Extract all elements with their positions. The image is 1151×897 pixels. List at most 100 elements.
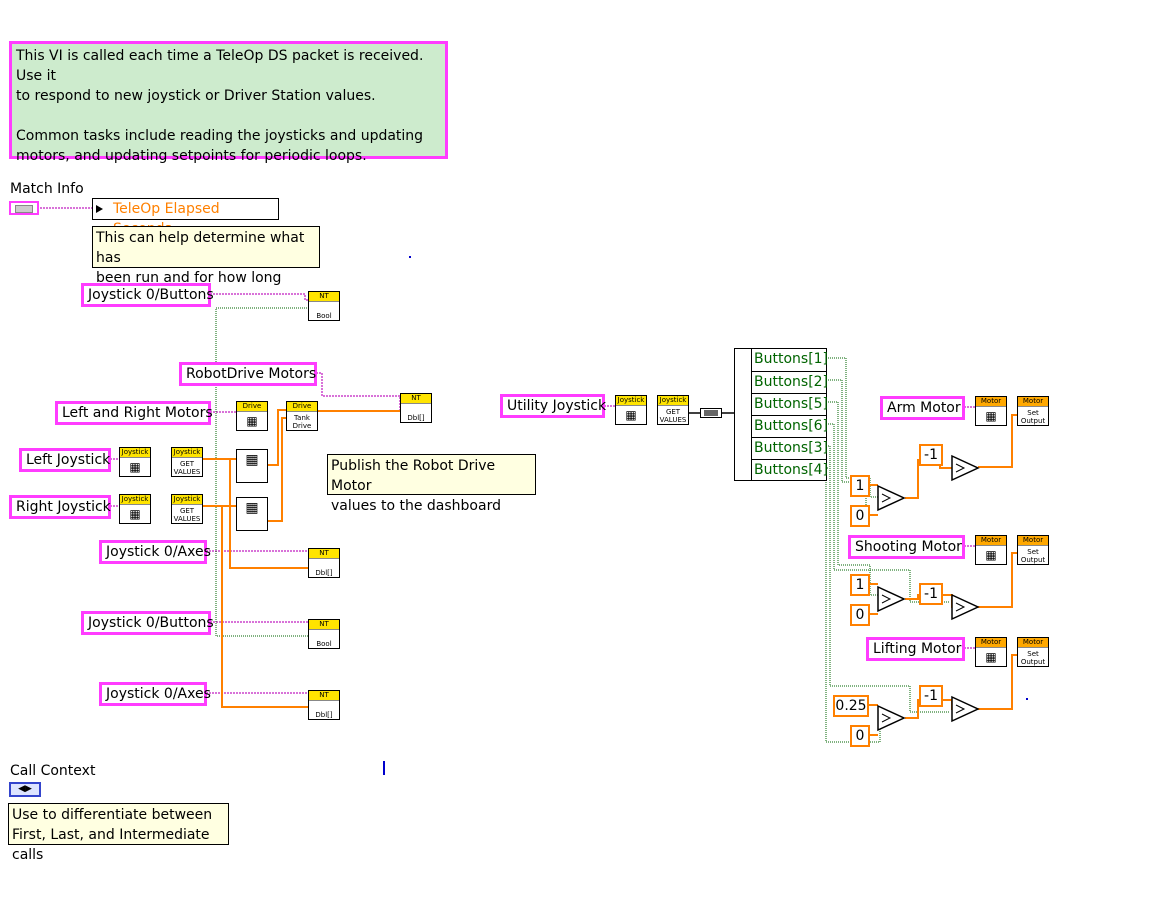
nt-label: NT [309, 549, 339, 559]
doc-icon: ▦ [625, 408, 637, 422]
joystick-label: Joystick [172, 495, 202, 505]
bool-label: Bool [316, 640, 332, 648]
bool-label: Bool [316, 312, 332, 320]
grid-icon: ▦ [245, 452, 259, 468]
lift-quarter-constant[interactable]: 0.25 [833, 695, 869, 717]
nt-label: NT [401, 394, 431, 404]
motor-label: Motor [1018, 638, 1048, 648]
ref-arm-motor[interactable]: Arm Motor [880, 396, 965, 420]
match-info-note-line1: This can help determine what has [96, 230, 305, 266]
nt-label: NT [309, 620, 339, 630]
select-node-arm-1[interactable] [876, 484, 906, 512]
shooting-motor-set-output-vi[interactable]: Motor Set Output [1017, 535, 1049, 565]
ref-shooting-motor[interactable]: Shooting Motor [848, 535, 965, 559]
call-context-label: Call Context [10, 763, 96, 779]
shooting-motor-refnum-vi[interactable]: Motor ▦ [975, 535, 1007, 565]
nt-dbl-vi-axes-bottom[interactable]: NT Dbl[] [308, 690, 340, 720]
get-values-label: GET VALUES [659, 408, 687, 424]
right-joystick-refnum-vi[interactable]: Joystick ▦ [119, 494, 151, 524]
joystick-label: Joystick [120, 448, 150, 458]
ref-right-joystick[interactable]: Right Joystick [9, 495, 111, 519]
doc-icon: ▦ [246, 414, 258, 428]
ref-joystick0-buttons-bottom[interactable]: Joystick 0/Buttons [81, 611, 214, 635]
call-context-terminal-icon[interactable]: ◀▶ [9, 782, 41, 797]
unbundle-node-right[interactable]: ▦ [236, 497, 268, 531]
call-context-note-line1: Use to differentiate between [12, 807, 213, 823]
shoot-neg-one-constant[interactable]: -1 [919, 583, 943, 605]
select-node-arm-2[interactable] [950, 454, 980, 482]
array-index-icon[interactable] [700, 408, 722, 418]
joystick-label: Joystick [172, 448, 202, 458]
arm-neg-one-constant[interactable]: -1 [919, 444, 943, 466]
index-array-buttons[interactable]: Buttons[1] Buttons[2] Buttons[5] Buttons… [734, 348, 829, 481]
match-info-terminal-icon[interactable] [9, 201, 39, 215]
utility-joystick-refnum-vi[interactable]: Joystick ▦ [615, 395, 647, 425]
buttons-item-6: Buttons[6] [751, 415, 828, 437]
publish-note: Publish the Robot Drive Motor values to … [327, 454, 536, 514]
ref-robotdrive-motors[interactable]: RobotDrive Motors [179, 362, 317, 386]
select-node-lift-1[interactable] [876, 704, 906, 732]
doc-icon: ▦ [985, 548, 997, 562]
lifting-motor-refnum-vi[interactable]: Motor ▦ [975, 637, 1007, 667]
motor-label: Motor [1018, 397, 1048, 407]
nt-bool-vi-top[interactable]: NT Bool [308, 291, 340, 321]
select-node-shoot-2[interactable] [950, 593, 980, 621]
ref-left-joystick[interactable]: Left Joystick [19, 448, 111, 472]
ref-left-right-motors[interactable]: Left and Right Motors [55, 401, 213, 425]
ref-joystick0-buttons-top[interactable]: Joystick 0/Buttons [81, 283, 214, 307]
nt-dbl-vi-axes-top[interactable]: NT Dbl[] [308, 548, 340, 578]
arm-one-constant[interactable]: 1 [850, 475, 870, 497]
select-node-lift-2[interactable] [950, 695, 980, 723]
call-context-note-line2: First, Last, and Intermediate calls [12, 827, 210, 863]
lifting-motor-set-output-vi[interactable]: Motor Set Output [1017, 637, 1049, 667]
match-info-note: This can help determine what has been ru… [92, 226, 320, 286]
left-joystick-refnum-vi[interactable]: Joystick ▦ [119, 447, 151, 477]
arm-motor-set-output-vi[interactable]: Motor Set Output [1017, 396, 1049, 426]
nt-bool-vi-bottom[interactable]: NT Bool [308, 619, 340, 649]
lift-zero-constant[interactable]: 0 [850, 725, 870, 747]
drive-refnum-vi[interactable]: Drive ▦ [236, 401, 268, 431]
ref-joystick0-axes-top[interactable]: Joystick 0/Axes [99, 540, 211, 564]
drive-label: Drive [237, 402, 267, 412]
top-comment-line3: Common tasks include reading the joystic… [16, 128, 424, 144]
buttons-item-5: Buttons[5] [751, 393, 828, 415]
ref-joystick0-axes-bottom[interactable]: Joystick 0/Axes [99, 682, 211, 706]
ref-utility-joystick[interactable]: Utility Joystick [500, 394, 606, 418]
dbl-label: Dbl[] [315, 711, 333, 719]
doc-icon: ▦ [129, 460, 141, 474]
left-joystick-get-values-vi[interactable]: Joystick GET VALUES [171, 447, 203, 477]
get-values-label: GET VALUES [173, 507, 201, 523]
shoot-one-constant[interactable]: 1 [850, 574, 870, 596]
unbundle-node-left[interactable]: ▦ [236, 449, 268, 483]
doc-icon: ▦ [129, 507, 141, 521]
set-output-label: Set Output [1020, 548, 1046, 564]
index-array-bar [735, 349, 752, 480]
lift-neg-one-constant[interactable]: -1 [919, 685, 943, 707]
right-joystick-get-values-vi[interactable]: Joystick GET VALUES [171, 494, 203, 524]
set-output-label: Set Output [1020, 409, 1046, 425]
shoot-zero-constant[interactable]: 0 [850, 604, 870, 626]
nt-dbl-vi-drive[interactable]: NT Dbl[] [400, 393, 432, 423]
select-node-shoot-1[interactable] [876, 585, 906, 613]
utility-joystick-get-values-vi[interactable]: Joystick GET VALUES [657, 395, 689, 425]
top-comment-line4: motors, and updating setpoints for perio… [16, 148, 367, 164]
call-context-note: Use to differentiate between First, Last… [8, 803, 229, 863]
motor-label: Motor [976, 536, 1006, 546]
arm-zero-constant[interactable]: 0 [850, 505, 870, 527]
dbl-label: Dbl[] [407, 414, 425, 422]
joystick-label: Joystick [658, 396, 688, 406]
ref-lifting-motor[interactable]: Lifting Motor [866, 637, 965, 661]
match-info-note-line2: been run and for how long [96, 270, 282, 286]
tank-drive-vi[interactable]: Drive Tank Drive [286, 401, 318, 431]
arm-motor-refnum-vi[interactable]: Motor ▦ [975, 396, 1007, 426]
joystick-label: Joystick [616, 396, 646, 406]
top-comment-line2: to respond to new joystick or Driver Sta… [16, 88, 376, 104]
get-values-label: GET VALUES [173, 460, 201, 476]
teleop-elapsed-seconds-indicator[interactable]: TeleOp Elapsed Seconds [92, 198, 279, 237]
publish-note-line1: Publish the Robot Drive Motor [331, 458, 496, 494]
doc-icon: ▦ [985, 650, 997, 664]
buttons-item-1: Buttons[1] [754, 351, 829, 367]
cursor-mark [383, 761, 385, 775]
buttons-item-2: Buttons[2] [751, 371, 828, 393]
